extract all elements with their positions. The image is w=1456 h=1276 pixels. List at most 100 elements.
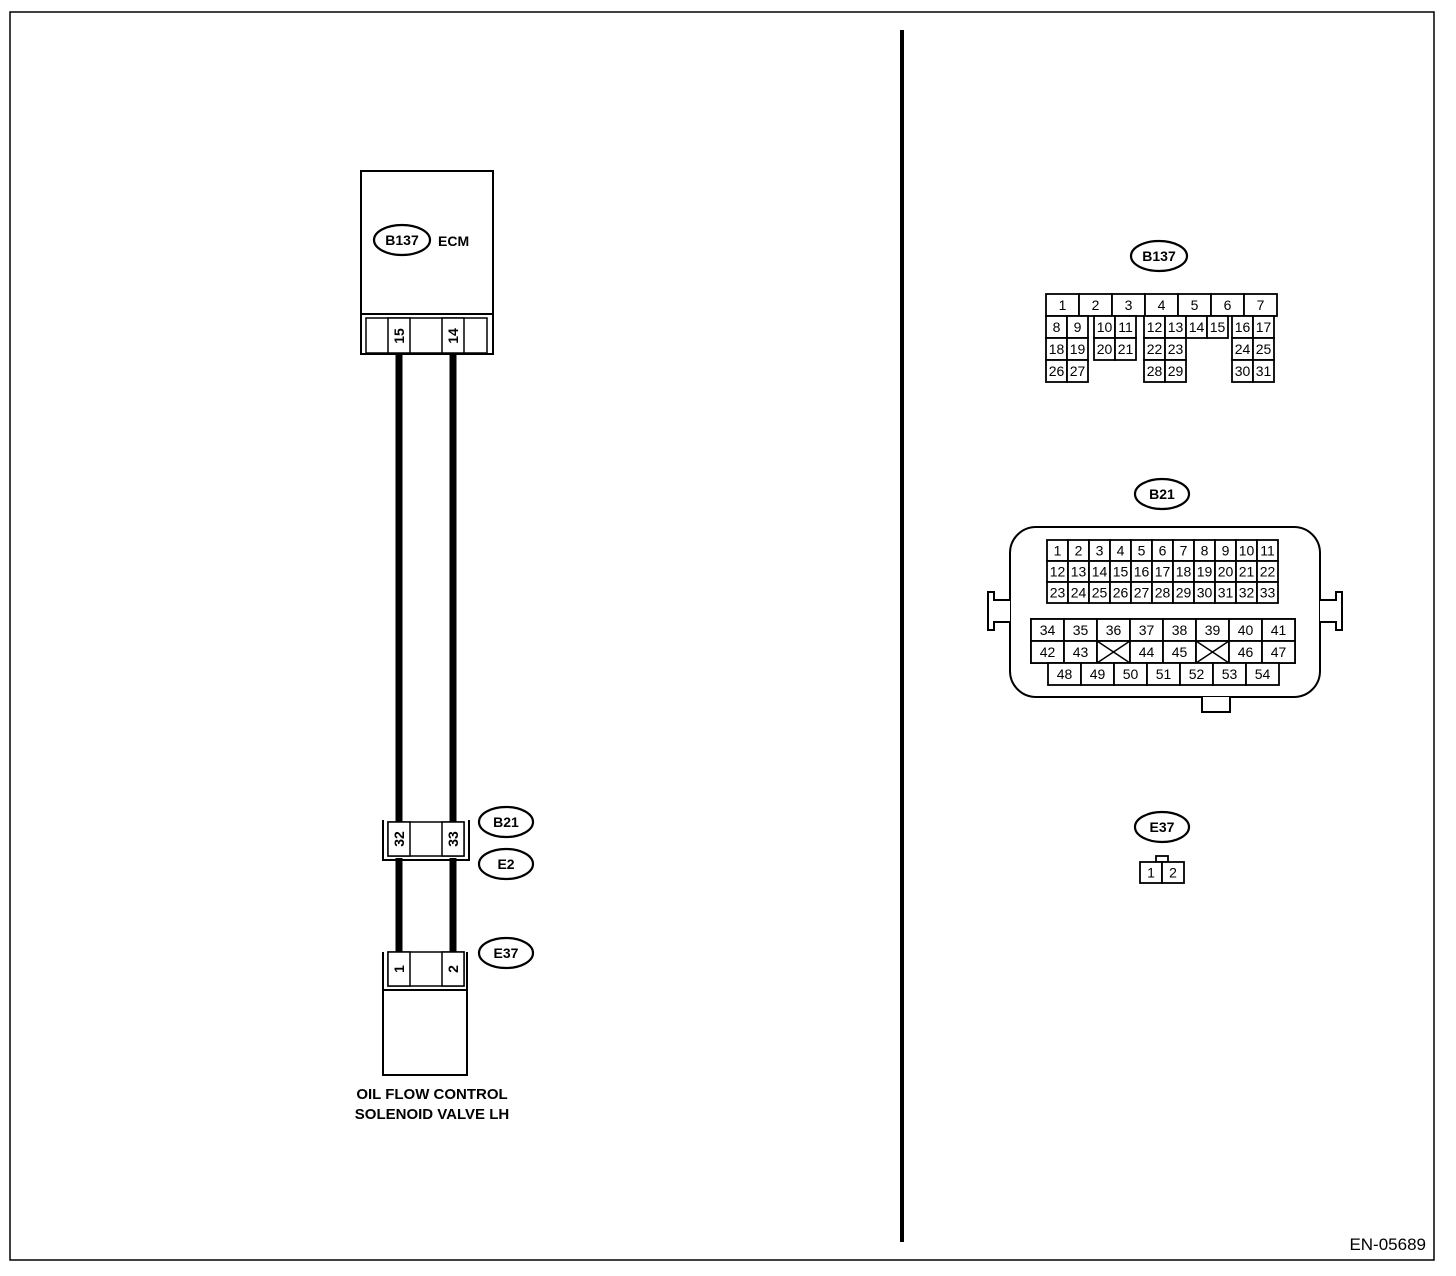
pin-cell — [1114, 337, 1137, 361]
junction-connector: 32 33 B21 E2 — [382, 805, 535, 881]
pin-number: 6 — [1224, 297, 1232, 313]
pin-number: 42 — [1040, 644, 1056, 660]
pin-number: 49 — [1090, 666, 1106, 682]
pin-number: 9 — [1222, 543, 1230, 559]
ecm-terminal-14: 14 — [445, 328, 461, 344]
valve-terminal-1: 1 — [391, 965, 407, 973]
pin-number: 27 — [1134, 585, 1150, 601]
pin-number: 28 — [1155, 585, 1171, 601]
pin-number: 30 — [1235, 363, 1251, 379]
ecm-connector-tag: B137 — [385, 232, 419, 248]
pin-number: 8 — [1201, 543, 1209, 559]
b21-latch-left — [987, 591, 1010, 631]
pin-number: 54 — [1255, 666, 1271, 682]
pin-number: 18 — [1049, 341, 1065, 357]
pin-number: 44 — [1139, 644, 1155, 660]
pin-number: 25 — [1092, 585, 1108, 601]
pin-number: 45 — [1172, 644, 1188, 660]
junction-terminal-32: 32 — [391, 831, 407, 847]
ecm-label: ECM — [438, 233, 469, 249]
junction-tag-e2: E2 — [497, 856, 514, 872]
pin-number: 19 — [1197, 564, 1213, 580]
pin-number: 1 — [1059, 297, 1067, 313]
pin-number: 2 — [1092, 297, 1100, 313]
solenoid-valve-body — [382, 989, 468, 1076]
pin-number: 10 — [1097, 319, 1113, 335]
pin-number: 34 — [1040, 622, 1056, 638]
pin-number: 41 — [1271, 622, 1287, 638]
pin-number: 23 — [1050, 585, 1066, 601]
b21-latch-right — [1320, 591, 1343, 631]
pin-number: 53 — [1222, 666, 1238, 682]
pin-number: 10 — [1239, 543, 1255, 559]
ecm-connector-tag-oval — [372, 223, 432, 257]
b137-tag: B137 — [1142, 248, 1176, 264]
e37-tag-oval — [1133, 810, 1191, 844]
ecm-block: B137 ECM 15 14 — [360, 170, 494, 355]
pin-cell — [1245, 662, 1280, 686]
pin-number: 22 — [1260, 564, 1276, 580]
junction-terminal-33: 33 — [445, 831, 461, 847]
pin-number: 33 — [1260, 585, 1276, 601]
pin-number: 7 — [1180, 543, 1188, 559]
pin-number: 1 — [1147, 865, 1155, 881]
pin-number: 2 — [1169, 865, 1177, 881]
pin-number: 4 — [1117, 543, 1125, 559]
pin-number: 17 — [1155, 564, 1171, 580]
pin-number: 13 — [1071, 564, 1087, 580]
pin-number: 14 — [1092, 564, 1108, 580]
valve-label-line-2: SOLENOID VALVE LH — [355, 1106, 509, 1123]
valve-terminal-2: 2 — [445, 965, 461, 973]
pin-number: 7 — [1257, 297, 1265, 313]
pin-number: 5 — [1191, 297, 1199, 313]
pin-number: 35 — [1073, 622, 1089, 638]
pin-number: 16 — [1235, 319, 1251, 335]
pin-number: 51 — [1156, 666, 1172, 682]
pin-number: 8 — [1053, 319, 1061, 335]
pin-number: 19 — [1070, 341, 1086, 357]
pin-number: 13 — [1168, 319, 1184, 335]
blank-pin-cross — [1096, 640, 1131, 664]
pin-number: 32 — [1239, 585, 1255, 601]
valve-label-line-1: OIL FLOW CONTROL — [356, 1086, 507, 1103]
b137-tag-oval — [1129, 239, 1189, 273]
pin-number: 47 — [1271, 644, 1287, 660]
ecm-terminal-15: 15 — [391, 328, 407, 344]
pin-number: 15 — [1210, 319, 1226, 335]
page-frame — [9, 11, 1435, 1261]
pin-cell — [1256, 581, 1279, 604]
pin-number: 22 — [1147, 341, 1163, 357]
pin-cell — [1161, 861, 1185, 884]
pin-number: 21 — [1118, 341, 1134, 357]
pin-number: 14 — [1189, 319, 1205, 335]
pin-number: 26 — [1113, 585, 1129, 601]
pin-number: 36 — [1106, 622, 1122, 638]
pin-number: 12 — [1050, 564, 1066, 580]
valve-connector: 1 2 E37 — [382, 936, 535, 991]
pin-number: 2 — [1075, 543, 1083, 559]
valve-connector-tag: E37 — [494, 945, 519, 961]
pin-number: 18 — [1176, 564, 1192, 580]
pin-number: 11 — [1260, 543, 1275, 559]
pin-number: 1 — [1054, 543, 1062, 559]
schematic: B137 ECM 15 14 32 33 B21 E2 — [355, 170, 535, 1123]
pin-number: 21 — [1239, 564, 1255, 580]
pin-number: 43 — [1073, 644, 1089, 660]
pin-number: 52 — [1189, 666, 1205, 682]
pin-number: 29 — [1176, 585, 1192, 601]
pin-number: 25 — [1256, 341, 1272, 357]
pin-number: 3 — [1096, 543, 1104, 559]
blank-pin-cross — [1195, 640, 1230, 664]
pin-number: 20 — [1097, 341, 1113, 357]
pin-number: 37 — [1139, 622, 1155, 638]
pin-number: 31 — [1218, 585, 1234, 601]
valve-tag-oval — [477, 936, 535, 970]
pin-number: 48 — [1057, 666, 1073, 682]
junction-tag-e2-oval — [477, 847, 535, 881]
